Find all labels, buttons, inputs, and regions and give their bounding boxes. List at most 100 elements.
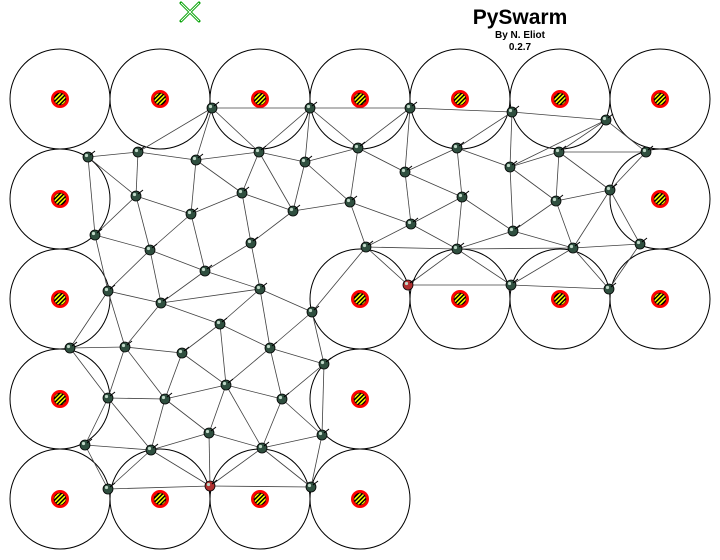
agent-link-93 [107,290,126,348]
agent-link-49 [349,201,412,225]
agent-heading [197,153,204,159]
agent-heading [109,284,116,290]
agent-link-47 [241,192,294,212]
striped-target-icon [351,390,369,408]
agent-dot-icon [304,101,318,114]
agent-link-39 [456,147,463,198]
agent-link-38 [404,171,463,198]
agent-link-71 [204,242,252,272]
agent-dot-icon [451,141,465,154]
agent-heading [227,378,234,384]
agent-link-29 [135,151,139,197]
agent-dot-icon [305,480,319,493]
agent-dot-icon [82,150,96,163]
agent-link-68 [572,189,611,249]
agent-link-9 [309,107,359,149]
agent-heading [367,240,374,246]
agent-link-17 [87,151,139,158]
agent-dot-icon [404,101,418,114]
agent-link-73 [456,247,574,250]
agent-link-30 [190,159,197,215]
agent-link-52 [512,200,557,232]
agent-link-100 [311,246,367,313]
agent-heading [557,194,564,200]
agent-link-111 [219,323,227,386]
target-core [353,292,367,306]
agent-link-19 [195,151,260,161]
agent-link-81 [365,246,409,286]
agent-highlight [121,343,126,348]
agent-dot-icon [254,282,268,295]
agent-link-21 [304,147,359,163]
striped-target-icon [151,490,169,508]
agent-link-37 [404,171,412,225]
agent-highlight [606,186,611,191]
striped-target-icon [351,490,369,508]
agent-heading [514,224,521,230]
agent-heading [86,438,93,444]
agent-heading [641,237,648,243]
agent-link-119 [107,397,152,451]
agent-link-63 [456,196,463,250]
agent-dot-icon [155,296,169,309]
agent-highlight [84,153,89,158]
agent-highlight [401,168,406,173]
agent-link-67 [609,189,641,245]
agent-heading [152,443,159,449]
agent-link-59 [250,210,294,244]
agent-link-94 [124,302,162,348]
agent-link-28 [87,156,96,236]
target-core [653,292,667,306]
agent-link-95 [160,302,221,325]
agent-highlight [222,381,227,386]
agent-highlight [346,198,351,203]
agent-link-43 [609,151,647,191]
agent-highlight [308,308,313,313]
agent-highlight [642,148,647,153]
agent-link-107 [107,346,126,399]
agent-link-135 [209,447,263,487]
agent-heading [263,441,270,447]
agent-highlight [362,243,367,248]
agent-link-40 [509,166,514,232]
agent-link-136 [261,447,312,488]
agent-dot-icon [176,346,190,359]
agent-heading [96,228,103,234]
agent-heading [206,264,213,270]
agent-highlight [354,144,359,149]
agent-highlight [306,104,311,109]
agent-links-layer [69,107,647,490]
agent-highlight [91,231,96,236]
agent-link-42 [555,151,560,202]
striped-target-icon [51,390,69,408]
agent-link-82 [407,248,458,286]
agent-link-102 [124,346,183,354]
agent-link-110 [181,352,227,386]
agent-heading [511,160,518,166]
agent-link-83 [456,248,512,286]
agent-dot-icon [276,392,290,405]
agent-dot-icon [550,194,564,207]
agent-link-36 [349,147,359,203]
agent-dot-icon [507,224,521,237]
agent-link-45 [135,195,192,215]
agent-highlight [509,227,514,232]
agent-highlight [636,240,641,245]
agent-heading [294,204,301,210]
agent-link-125 [281,398,323,436]
agent-dot-icon [344,195,358,208]
agent-link-92 [69,290,109,349]
agent-heading [211,479,218,485]
agent-heading [71,341,78,347]
agent-dot-icon [245,236,259,249]
agent-dot-icon [264,341,278,354]
agent-link-5 [211,107,260,153]
striped-target-icon [651,90,669,108]
agent-link-64 [456,230,514,250]
agent-link-25 [509,151,560,168]
agent-link-14 [558,119,607,153]
cross-cursor-icon[interactable] [178,0,202,24]
agent-link-75 [94,234,109,292]
agent-link-115 [107,397,166,400]
